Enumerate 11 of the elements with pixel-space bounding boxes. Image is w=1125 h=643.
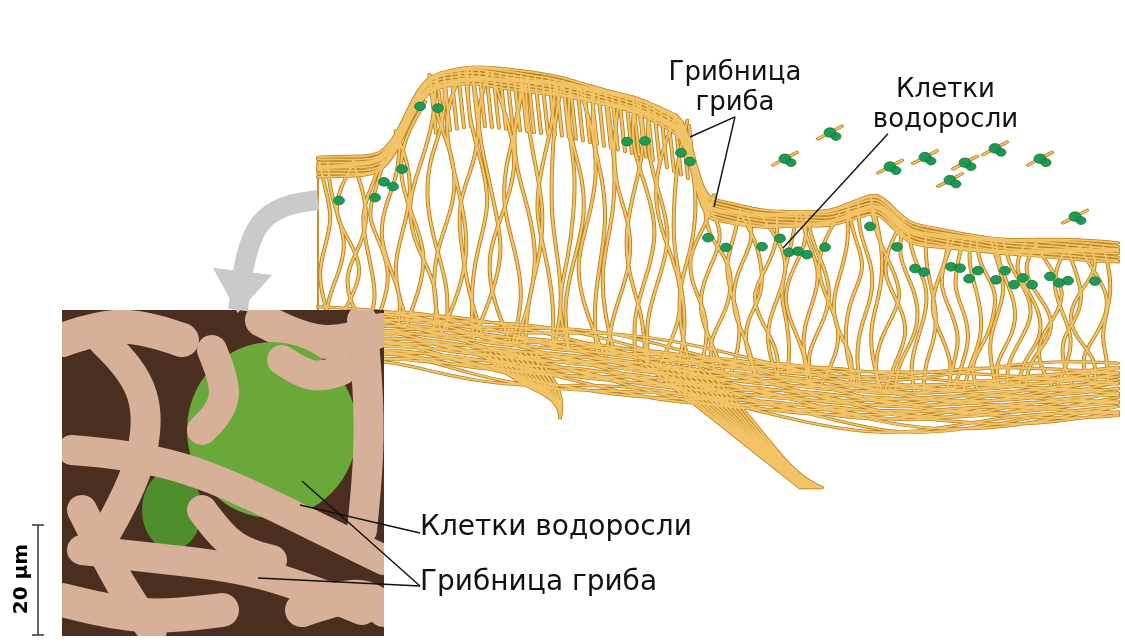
callout-label: Грибница гриба <box>667 57 803 117</box>
connector <box>301 480 421 587</box>
scale-label: 20 µm <box>8 542 32 617</box>
callout-label: Грибница гриба <box>420 565 659 598</box>
connector <box>782 133 889 249</box>
callout-label: Клетки водоросли <box>871 74 1020 134</box>
connector <box>299 504 421 534</box>
connector <box>713 116 736 208</box>
callout-label: Клетки водоросли <box>420 510 693 543</box>
connector <box>257 577 421 587</box>
connector <box>689 116 736 138</box>
